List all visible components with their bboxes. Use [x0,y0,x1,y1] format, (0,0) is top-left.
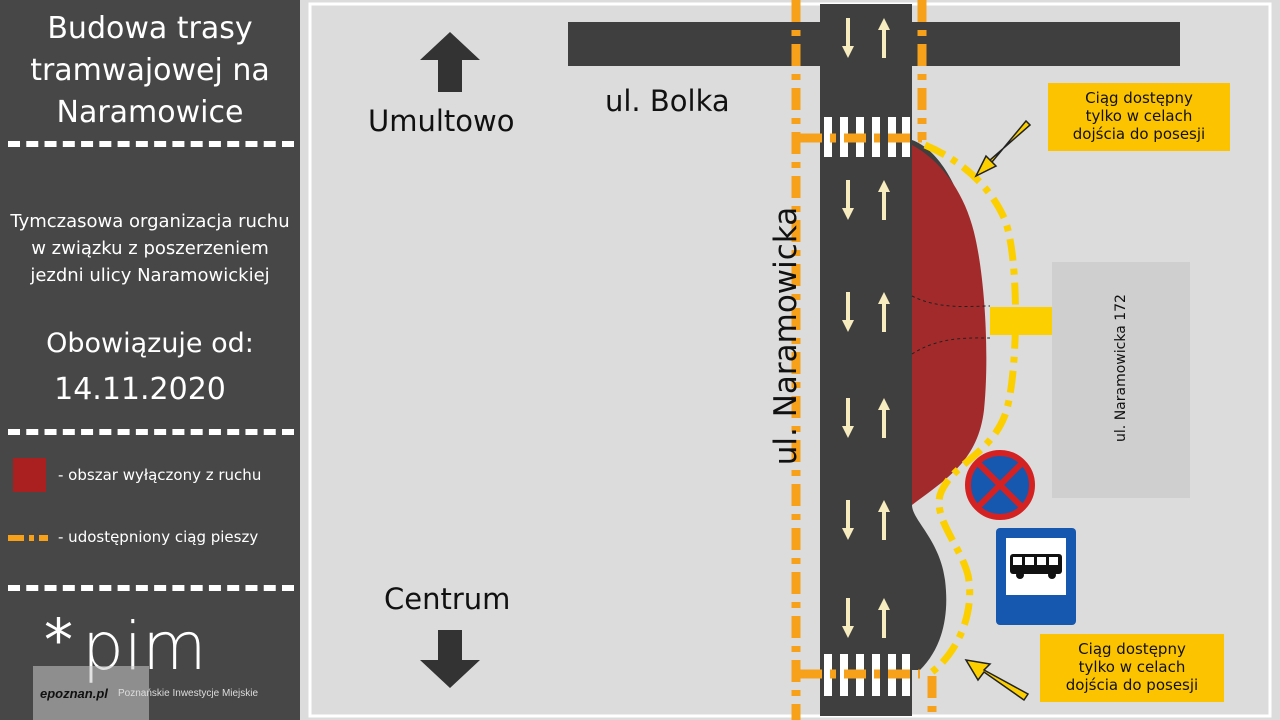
callout-bottom-line: tylko w celach [1078,658,1186,676]
legend-pedestrian-swatch [8,535,48,541]
lane-arrow-up [878,500,890,540]
closed-area [912,145,987,505]
description-line-1: Tymczasowa organizacja ruchu [10,211,290,232]
lane-arrow-up [878,18,890,58]
naramowicka-road [820,4,912,716]
watermark: epoznan.pl [40,686,108,701]
no-stopping-sign-icon [965,450,1035,520]
lane-arrows [842,18,890,638]
title-line-3: Naramowice [56,95,244,130]
logo-star-icon: * [44,606,73,674]
watermark-box [33,666,149,720]
lane-arrow-down [842,598,854,638]
description-line-3: jezdni ulicy Naramowickiej [30,265,270,286]
label-bolka: ul. Bolka [605,84,730,118]
title-line-2: tramwajowej na [30,53,270,88]
building-connector [990,307,1052,335]
lane-arrow-up [878,598,890,638]
label-naramowicka: ul. Naramowicka [768,206,804,466]
callout-bottom-line: Ciąg dostępny [1078,640,1186,658]
label-centrum: Centrum [384,582,511,616]
callout-top: Ciąg dostępny tylko w celach dojścia do … [1048,83,1230,151]
callout-top-line: dojścia do posesji [1072,125,1206,143]
lane-arrow-down [842,398,854,438]
description: Tymczasowa organizacja ruchu w związku z… [0,208,300,289]
pedestrian-path [791,0,937,720]
divider [8,585,294,591]
arrow-up-icon [420,32,480,92]
legend-pedestrian-label: - udostępniony ciąg pieszy [58,528,259,546]
map-frame [308,2,1272,718]
legend-closed-area-label: - obszar wyłączony z ruchu [58,466,262,484]
lane-arrow-up [878,180,890,220]
label-building: ul. Naramowicka 172 [1113,294,1129,442]
effective-date: 14.11.2020 [54,372,226,407]
driveway-line [911,295,991,308]
lane-arrow-down [842,18,854,58]
callout-top-line: tylko w celach [1085,107,1193,125]
callout-arrow-bottom [964,658,1030,702]
driveway-line [911,337,991,355]
arrow-down-icon [420,630,480,688]
lane-arrow-down [842,292,854,332]
legend-closed-area-swatch [13,458,46,492]
description-line-2: w związku z poszerzeniem [31,238,269,259]
yellow-pedestrian-path [923,141,1020,675]
lane-arrow-down [842,500,854,540]
sidebar: Budowa trasy tramwajowej na Naramowice T… [0,0,300,720]
lane-arrow-down [842,180,854,220]
callout-arrow-top [974,119,1032,178]
divider [8,141,294,147]
lane-arrow-up [878,398,890,438]
effective-label: Obowiązuje od: [46,328,254,359]
title-line-1: Budowa trasy [47,11,253,46]
sidebar-title: Budowa trasy tramwajowej na Naramowice [0,8,300,134]
building [1052,262,1190,498]
label-umultowo: Umultowo [368,104,515,138]
map-drawing [300,0,1280,720]
callout-top-line: Ciąg dostępny [1085,89,1193,107]
divider [8,429,294,435]
logo-subtitle: Poznańskie Inwestycje Miejskie [118,688,259,699]
callout-bottom: Ciąg dostępny tylko w celach dojścia do … [1040,634,1224,702]
map: Umultowo ul. Bolka Centrum ul. Naramowic… [300,0,1280,720]
lane-arrow-up [878,292,890,332]
bus-stop-sign-icon [996,528,1076,625]
callout-bottom-line: dojścia do posesji [1065,676,1199,694]
